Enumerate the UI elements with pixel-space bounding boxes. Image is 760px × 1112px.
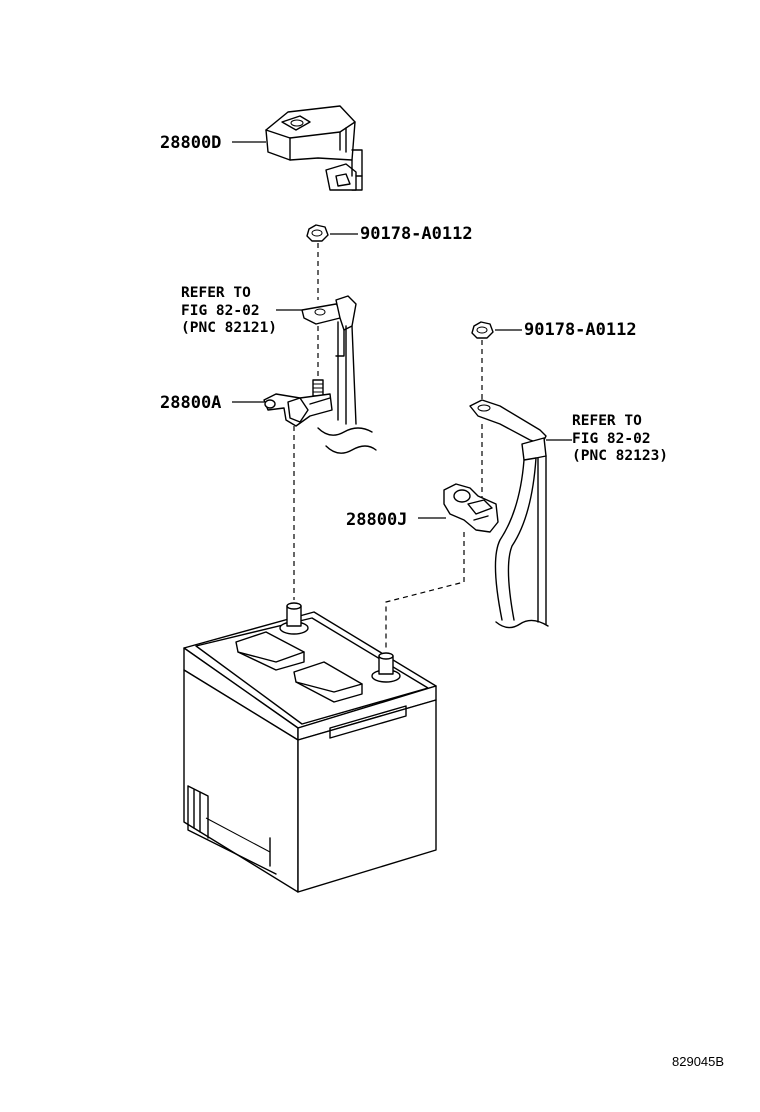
positive-terminal-28800a[interactable]	[263, 326, 333, 427]
negative-terminal-28800j[interactable]	[443, 424, 499, 533]
refer-2-line3: (PNC 82123)	[572, 448, 668, 464]
nut-top[interactable]	[306, 224, 329, 242]
refer-2-line1: REFER TO	[572, 413, 642, 429]
refer-1-line2: FIG 82-02	[181, 303, 260, 319]
positive-cable-bracket	[301, 295, 377, 454]
part-label-28800d[interactable]: 28800D	[160, 133, 221, 153]
terminal-cover-28800d[interactable]	[265, 105, 363, 191]
refer-1-line3: (PNC 82121)	[181, 320, 277, 336]
dash-28800j-to-battery	[385, 532, 465, 650]
refer-2-line2: FIG 82-02	[572, 431, 651, 447]
nut-right[interactable]	[471, 321, 494, 339]
part-label-28800a[interactable]: 28800A	[160, 393, 221, 413]
figure-code: 829045B	[672, 1054, 724, 1069]
part-label-nut-right[interactable]: 90178-A0112	[524, 320, 637, 340]
refer-1-line1: REFER TO	[181, 285, 251, 301]
part-label-28800j[interactable]: 28800J	[346, 510, 407, 530]
part-label-nut-top[interactable]: 90178-A0112	[360, 224, 473, 244]
negative-cable-bracket	[469, 399, 549, 629]
battery[interactable]	[183, 602, 437, 893]
